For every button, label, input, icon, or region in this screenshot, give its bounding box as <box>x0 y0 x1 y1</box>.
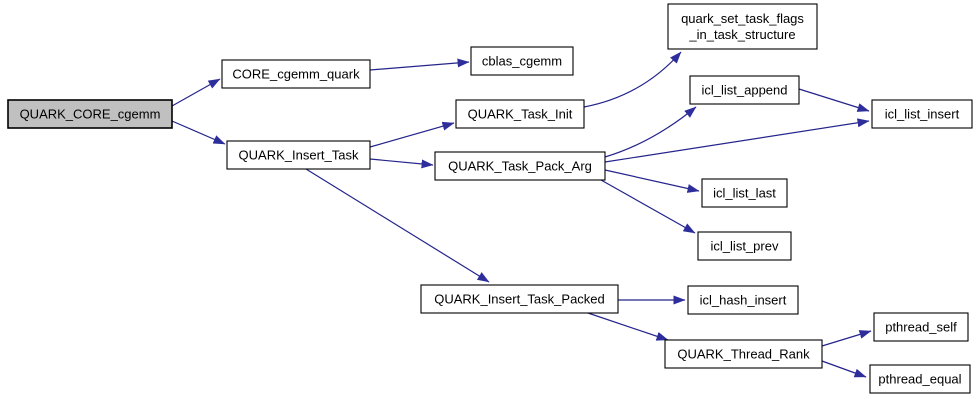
node-label: icl_list_insert <box>885 107 960 122</box>
node-icl-list-append[interactable]: icl_list_append <box>689 75 800 105</box>
edge-quark-task-pack-arg-to-icl-list-prev <box>600 179 696 234</box>
node-box[interactable] <box>689 75 800 105</box>
edge-icl-list-append-to-icl-list-insert <box>798 88 870 112</box>
node-pthread-self[interactable]: pthread_self <box>873 312 969 342</box>
node-box[interactable] <box>701 178 788 208</box>
edge-quark-task-pack-arg-to-icl-list-last <box>604 169 700 193</box>
node-label: quark_set_task_flags <box>681 11 804 26</box>
node-label: cblas_cgemm <box>482 54 562 69</box>
node-label: icl_hash_insert <box>700 293 787 308</box>
node-label: QUARK_Task_Init <box>468 107 573 122</box>
node-label: pthread_equal <box>878 372 961 387</box>
edge-quark-task-pack-arg-to-icl-list-append <box>604 106 697 158</box>
node-label: pthread_self <box>885 320 957 335</box>
node-box[interactable] <box>434 151 606 181</box>
node-label: icl_list_prev <box>711 239 779 254</box>
edge-quark-insert-task-packed-to-quark-thread-rank <box>587 312 669 341</box>
node-box[interactable] <box>420 284 619 314</box>
node-label: icl_list_last <box>713 186 776 201</box>
node-label: QUARK_CORE_cgemm <box>20 107 161 122</box>
node-icl-list-insert[interactable]: icl_list_insert <box>871 99 973 129</box>
node-label: QUARK_Insert_Task_Packed <box>434 292 605 307</box>
node-icl-list-last[interactable]: icl_list_last <box>701 178 788 208</box>
node-box[interactable] <box>697 231 792 261</box>
node-quark-task-pack-arg[interactable]: QUARK_Task_Pack_Arg <box>434 151 606 181</box>
node-box[interactable] <box>664 339 823 369</box>
node-pthread-equal[interactable]: pthread_equal <box>869 364 971 394</box>
node-cblas-cgemm[interactable]: cblas_cgemm <box>470 46 574 76</box>
edge-core-cgemm-quark-to-cblas-cgemm <box>369 58 470 71</box>
node-box[interactable] <box>455 99 585 129</box>
node-core-cgemm-quark[interactable]: CORE_cgemm_quark <box>221 59 371 89</box>
edge-quark-task-init-to-quark-set-task-flags-in-task-structure <box>583 51 682 108</box>
edge-quark-insert-task-to-quark-insert-task-packed <box>305 168 490 283</box>
edge-quark-insert-task-to-quark-task-init <box>369 121 455 148</box>
node-box[interactable] <box>873 312 969 342</box>
node-label: QUARK_Task_Pack_Arg <box>448 159 592 174</box>
node-box[interactable] <box>221 59 371 89</box>
node-box[interactable] <box>871 99 973 129</box>
node-label: _in_task_structure <box>688 27 795 42</box>
node-icl-hash-insert[interactable]: icl_hash_insert <box>687 285 799 315</box>
edge-quark-core-cgemm-to-quark-insert-task <box>171 120 226 145</box>
edge-quark-thread-rank-to-pthread-self <box>821 330 872 347</box>
edge-quark-task-pack-arg-to-icl-list-insert <box>604 118 870 163</box>
edge-quark-core-cgemm-to-core-cgemm-quark <box>171 78 221 107</box>
node-quark-set-task-flags-in-task-structure[interactable]: quark_set_task_flags_in_task_structure <box>667 3 818 50</box>
node-quark-insert-task-packed[interactable]: QUARK_Insert_Task_Packed <box>420 284 619 314</box>
node-quark-core-cgemm: QUARK_CORE_cgemm <box>7 99 173 129</box>
node-box <box>7 99 173 129</box>
node-box[interactable] <box>687 285 799 315</box>
edge-quark-insert-task-to-quark-task-pack-arg <box>369 158 434 169</box>
node-label: CORE_cgemm_quark <box>232 67 360 82</box>
node-label: QUARK_Insert_Task <box>239 148 359 163</box>
node-label: QUARK_Thread_Rank <box>677 347 810 362</box>
node-box[interactable] <box>667 3 818 50</box>
node-quark-thread-rank[interactable]: QUARK_Thread_Rank <box>664 339 823 369</box>
node-box[interactable] <box>226 140 371 170</box>
edge-quark-thread-rank-to-pthread-equal <box>821 360 867 378</box>
node-quark-task-init[interactable]: QUARK_Task_Init <box>455 99 585 129</box>
node-icl-list-prev[interactable]: icl_list_prev <box>697 231 792 261</box>
node-box[interactable] <box>470 46 574 76</box>
node-label: icl_list_append <box>701 83 787 98</box>
node-quark-insert-task[interactable]: QUARK_Insert_Task <box>226 140 371 170</box>
node-box[interactable] <box>869 364 971 394</box>
